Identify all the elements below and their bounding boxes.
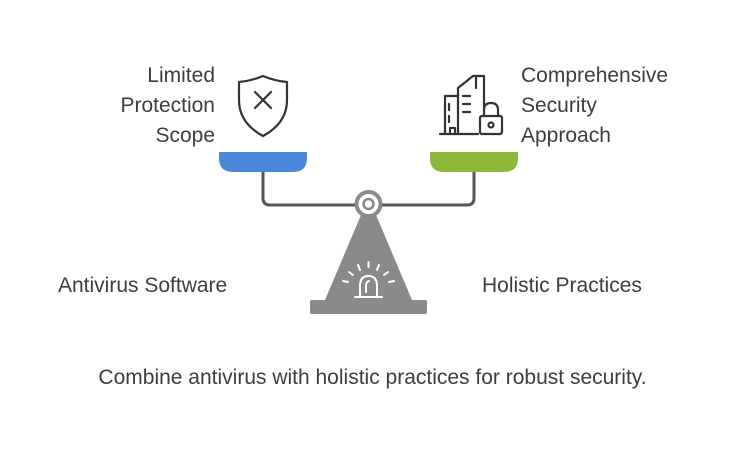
conclusion-text: Combine antivirus with holistic practice… (98, 366, 647, 389)
left-label-line-1: Limited (147, 64, 215, 87)
left-label-line-3: Scope (155, 124, 215, 147)
left-arm (261, 170, 356, 207)
building-lock-icon (438, 74, 504, 136)
right-label-line-1: Comprehensive (521, 64, 669, 87)
left-pan (219, 152, 307, 172)
left-caption: Antivirus Software (58, 274, 228, 297)
right-pan-label: Comprehensive Security Approach (521, 61, 668, 151)
right-label-line-2: Security (521, 94, 597, 117)
right-caption: Holistic Practices (482, 274, 642, 297)
right-arm (381, 170, 476, 207)
left-pan-label: Limited Protection Scope (120, 61, 215, 151)
shield-x-icon (237, 74, 289, 138)
scale-base (310, 300, 427, 314)
alarm-light-icon (342, 261, 395, 298)
right-label-line-3: Approach (521, 124, 611, 147)
scale-pedestal (325, 215, 412, 300)
left-label-line-2: Protection (120, 94, 215, 117)
right-pan (430, 152, 518, 172)
